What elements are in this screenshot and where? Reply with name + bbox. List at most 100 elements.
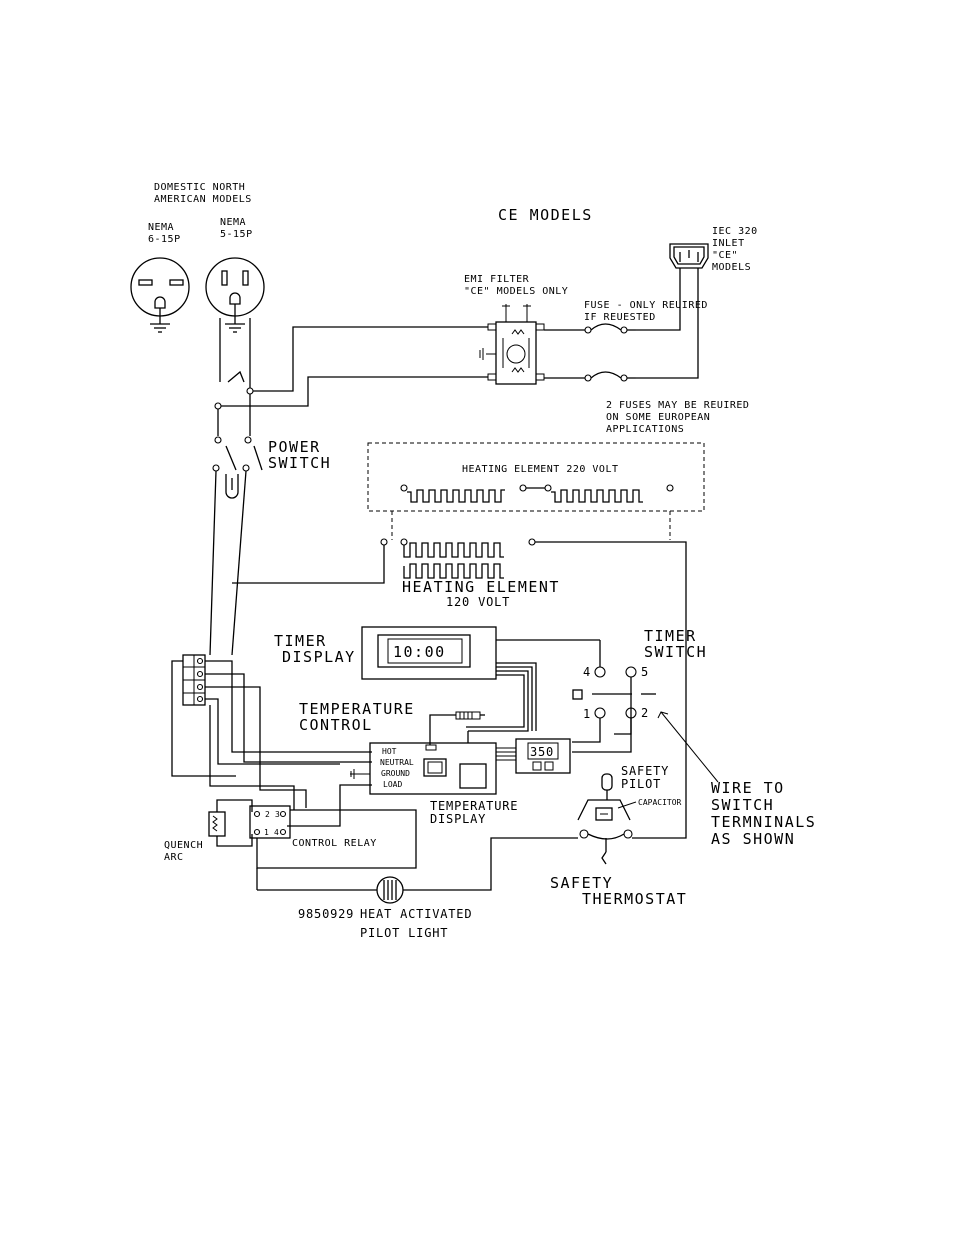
wire-emi-l1 bbox=[250, 326, 488, 392]
annotation-arrow bbox=[660, 711, 719, 783]
timer-display-label-line1: TIMER bbox=[274, 632, 327, 650]
iec-label-line4: MODELS bbox=[712, 262, 751, 273]
iec-label-line2: INLET bbox=[712, 238, 745, 249]
domestic-label-line1: DOMESTIC NORTH bbox=[154, 182, 245, 193]
wire-emi-l2 bbox=[218, 376, 488, 407]
wire-inlet-l1 bbox=[636, 268, 681, 331]
temperature-display-label-line1: TEMPERATURE bbox=[430, 799, 518, 813]
wire-timer-4 bbox=[468, 670, 529, 732]
wire-hot bbox=[205, 660, 372, 753]
timer-display: 10:00 bbox=[361, 626, 497, 680]
nema6-label-line1: NEMA bbox=[148, 222, 174, 233]
capacitor-label: CAPACITOR bbox=[638, 798, 682, 807]
wire-heater-to-thermostat bbox=[535, 541, 687, 839]
timer-switch-label-line1: TIMER bbox=[644, 627, 697, 645]
timer-switch-terminal-1: 1 bbox=[583, 707, 591, 721]
wire-t5-to-temp-display bbox=[572, 677, 632, 753]
fuses-label-line3: APPLICATIONS bbox=[606, 424, 684, 435]
nema-5-15p-plug-icon bbox=[205, 257, 265, 333]
heating-220-label: HEATING ELEMENT 220 VOLT bbox=[462, 464, 619, 475]
neutral-terminal-label: NEUTRAL bbox=[380, 758, 414, 767]
wire-timer-2 bbox=[496, 662, 537, 731]
iec-label-line3: "CE" bbox=[712, 250, 738, 261]
iec-320-inlet-icon bbox=[669, 243, 709, 269]
wire-heater-to-block bbox=[232, 545, 385, 584]
fuse-icon bbox=[544, 323, 636, 334]
nema6-label-line2: 6-15P bbox=[148, 234, 181, 245]
temperature-control-label-line2: CONTROL bbox=[299, 716, 373, 734]
wire-timer-5 bbox=[466, 674, 525, 728]
wire-t2 bbox=[614, 718, 632, 735]
ce-models-label: CE MODELS bbox=[498, 206, 593, 224]
heat-pilot-label-line1: HEAT ACTIVATED bbox=[360, 907, 472, 921]
fuse-label-line1: FUSE - ONLY REUIRED bbox=[584, 300, 708, 311]
safety-pilot bbox=[601, 773, 613, 800]
wire-inlet-l2 bbox=[636, 268, 699, 379]
nema5-label-line1: NEMA bbox=[220, 217, 246, 228]
part-number-label: 9850929 bbox=[298, 907, 354, 921]
timer-switch-terminal-5: 5 bbox=[641, 665, 649, 679]
heating-element-220-box bbox=[367, 442, 705, 512]
wire-note-line2: SWITCH bbox=[711, 796, 774, 814]
power-switch-label-line1: POWER bbox=[268, 438, 321, 456]
wire-switch-to-block-2 bbox=[231, 470, 247, 656]
wire-block-3 bbox=[205, 686, 307, 808]
wire-block-to-relay bbox=[209, 705, 295, 810]
safety-pilot-label-line1: SAFETY bbox=[621, 764, 669, 778]
relay-terminal-2: 2 bbox=[265, 810, 270, 819]
control-relay-label: CONTROL RELAY bbox=[292, 838, 377, 849]
relay-terminal-1: 1 bbox=[264, 828, 269, 837]
temperature-display-digits: 350 bbox=[530, 745, 554, 759]
wire-note-line1: WIRE TO bbox=[711, 779, 785, 797]
wire-note-line4: AS SHOWN bbox=[711, 830, 795, 848]
heating-120-label-line2: 120 VOLT bbox=[446, 595, 510, 609]
ground-symbol-icon bbox=[350, 769, 370, 779]
quench-arc-label-line1: QUENCH bbox=[164, 840, 203, 851]
iec-label-line1: IEC 320 bbox=[712, 226, 758, 237]
wire-load-to-relay bbox=[287, 784, 372, 827]
temperature-control: HOT NEUTRAL GROUND LOAD bbox=[369, 742, 497, 795]
wire-probe bbox=[429, 714, 456, 745]
timer-display-label-line2: DISPLAY bbox=[282, 648, 356, 666]
control-relay: 2 1 3 4 bbox=[249, 805, 291, 839]
fuses-label-line1: 2 FUSES MAY BE REUIRED bbox=[606, 400, 749, 411]
pilot-light-icon bbox=[376, 876, 404, 904]
timer-switch: 4 5 1 2 bbox=[572, 665, 656, 721]
nema5-label-line2: 5-15P bbox=[220, 229, 253, 240]
temperature-control-label-line1: TEMPERATURE bbox=[299, 700, 415, 718]
nema-6-15p-plug-icon bbox=[130, 257, 190, 333]
wire-t1-to-temp-display bbox=[572, 718, 601, 743]
quench-arc bbox=[208, 799, 253, 847]
fuse-icon bbox=[544, 371, 636, 382]
wire-relay-loop bbox=[256, 809, 417, 869]
relay-terminal-4: 4 bbox=[274, 828, 279, 837]
safety-thermostat-label-line2: THERMOSTAT bbox=[582, 890, 687, 908]
temperature-probe-connector bbox=[455, 711, 481, 720]
terminal-block bbox=[182, 654, 206, 706]
safety-thermostat bbox=[577, 799, 633, 865]
fuse-label-line2: IF REUESTED bbox=[584, 312, 656, 323]
safety-pilot-label-line2: PILOT bbox=[621, 777, 661, 791]
wire-block-left bbox=[171, 660, 236, 777]
heating-element-120 bbox=[380, 538, 536, 579]
wire-switch-to-block-1 bbox=[209, 470, 217, 656]
timer-switch-terminal-4: 4 bbox=[583, 665, 591, 679]
wire-note-line3: TERMNINALS bbox=[711, 813, 816, 831]
relay-terminal-3: 3 bbox=[275, 810, 280, 819]
power-switch-label-line2: SWITCH bbox=[268, 454, 331, 472]
power-switch bbox=[212, 387, 263, 499]
temperature-display-label-line2: DISPLAY bbox=[430, 812, 486, 826]
heating-element-220 bbox=[400, 484, 674, 503]
emi-filter bbox=[479, 304, 545, 385]
timer-switch-terminal-2: 2 bbox=[641, 706, 649, 720]
wire-pilot-to-thermostat bbox=[403, 837, 578, 891]
safety-thermostat-label-line1: SAFETY bbox=[550, 874, 613, 892]
temperature-display: 350 bbox=[496, 738, 571, 774]
heating-120-label-line1: HEATING ELEMENT bbox=[402, 578, 560, 596]
heat-pilot-label-line2: PILOT LIGHT bbox=[360, 926, 448, 940]
emi-label-line1: EMI FILTER bbox=[464, 274, 530, 285]
timer-switch-label-line2: SWITCH bbox=[644, 643, 707, 661]
wire-block-4 bbox=[205, 698, 340, 765]
wire-junction bbox=[227, 370, 245, 383]
